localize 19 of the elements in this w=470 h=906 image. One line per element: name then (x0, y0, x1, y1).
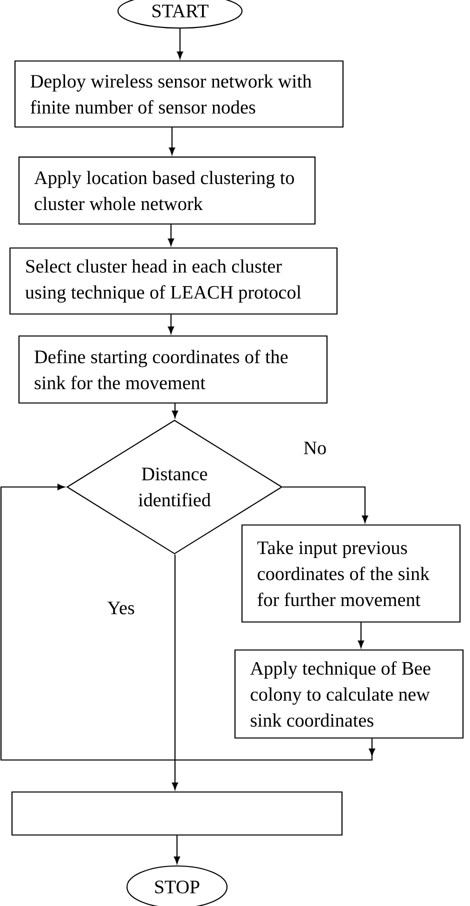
arrow (168, 314, 174, 334)
process-box (11, 791, 343, 836)
edge-label: Yes (106, 600, 136, 616)
arrow (0, 484, 376, 761)
arrow (168, 224, 174, 246)
arrow (174, 836, 180, 864)
process-box: Apply location based clustering to cluster whole network (18, 156, 316, 225)
arrow (282, 486, 368, 523)
process-box: Define starting coordinates of the sink for the movement (18, 335, 328, 404)
arrow (172, 404, 178, 418)
edge-label: No (302, 440, 328, 456)
arrow (358, 622, 364, 648)
process-box: Deploy wireless sensor network with finite number of sensor nodes (14, 60, 344, 128)
process-box: Select cluster head in each cluster using technique of LEACH protocol (9, 247, 338, 315)
arrow (176, 28, 184, 59)
arrow (172, 554, 178, 790)
process-box: Take input previous coordinates of the sink for further movement (241, 524, 461, 623)
process-box: Apply technique of Bee colony to calculate new sink coordinates (234, 649, 464, 739)
arrow (168, 128, 176, 155)
